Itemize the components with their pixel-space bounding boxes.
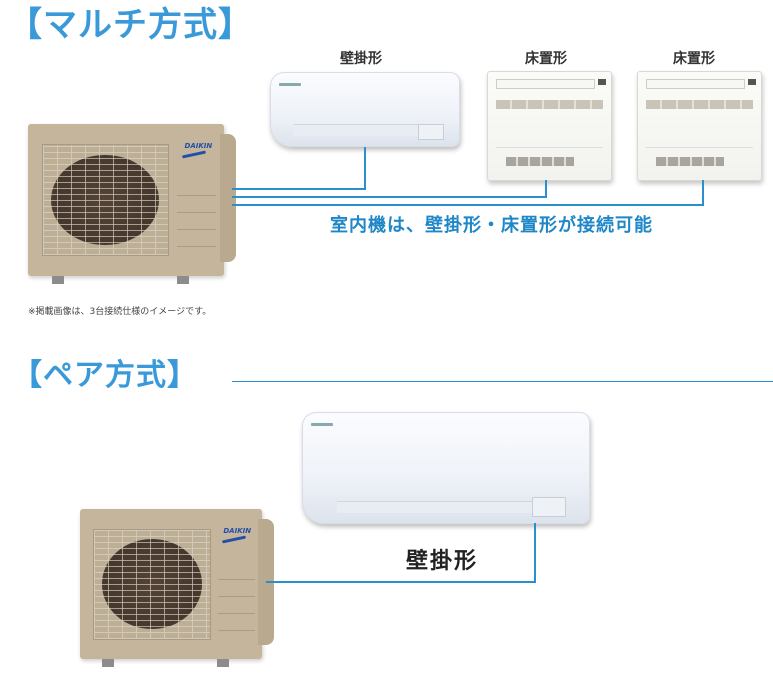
- pipe-to-wall-unit: [232, 188, 366, 190]
- grille-overlay: [93, 529, 211, 639]
- brand-logo-icon: [311, 423, 333, 426]
- top-louver: [496, 79, 595, 89]
- lower-grille: [656, 157, 724, 166]
- sensor-panel: [532, 497, 567, 517]
- pipe-to-floor-unit-2: [232, 204, 704, 206]
- pair-unit-label: 壁掛形: [406, 549, 479, 574]
- brand-logo-icon: [279, 83, 301, 86]
- multi-unit-label-floor-2: 床置形: [673, 51, 715, 67]
- foot: [101, 659, 114, 667]
- sensor-panel: [417, 124, 444, 140]
- pair-section-title: 【ペア方式】: [12, 358, 198, 393]
- multi-floor-unit-1-image: [487, 71, 612, 181]
- pipe-pair-vertical: [534, 523, 536, 583]
- pair-outdoor-unit-image: DAIKIN: [80, 509, 274, 667]
- display-icon: [598, 79, 606, 85]
- air-vent: [293, 124, 433, 136]
- air-vent: [337, 501, 549, 513]
- pipe-floor-2-vertical: [702, 180, 704, 206]
- upper-grille: [496, 100, 603, 109]
- panel-line: [646, 147, 753, 148]
- multi-unit-label-floor-1: 床置形: [525, 51, 567, 67]
- section-divider: [232, 381, 773, 382]
- multi-floor-unit-2-image: [637, 71, 762, 181]
- top-louver: [646, 79, 745, 89]
- pipe-to-floor-unit-1: [232, 196, 547, 198]
- lower-grille: [506, 157, 574, 166]
- foot: [51, 276, 64, 284]
- pipe-wall-vertical: [364, 147, 366, 190]
- side-fins: [176, 178, 217, 258]
- multi-connection-caption: 室内機は、壁掛形・床置形が接続可能: [330, 215, 653, 236]
- multi-unit-label-wall: 壁掛形: [340, 51, 382, 67]
- daikin-logo: DAIKIN: [184, 142, 213, 151]
- grille-overlay: [42, 144, 169, 256]
- multi-wall-unit-image: [270, 72, 460, 147]
- outdoor-side-cover: [220, 134, 236, 262]
- panel-line: [496, 147, 603, 148]
- side-fins: [218, 563, 255, 641]
- fan-grille: [92, 528, 212, 640]
- pipe-floor-1-vertical: [545, 180, 547, 198]
- image-note: ※掲載画像は、3台接続仕様のイメージです。: [28, 307, 212, 317]
- fan-grille: [41, 143, 170, 257]
- foot: [176, 276, 189, 284]
- display-icon: [748, 79, 756, 85]
- multi-outdoor-unit-image: DAIKIN: [28, 124, 236, 284]
- multi-section-title: 【マルチ方式】: [8, 5, 253, 45]
- upper-grille: [646, 100, 753, 109]
- pair-wall-unit-image: [302, 412, 590, 524]
- daikin-logo: DAIKIN: [223, 527, 252, 535]
- foot: [217, 659, 230, 667]
- pipe-to-pair-wall-unit: [266, 581, 536, 583]
- bird-logo-icon: [221, 535, 246, 543]
- bird-logo-icon: [182, 150, 207, 159]
